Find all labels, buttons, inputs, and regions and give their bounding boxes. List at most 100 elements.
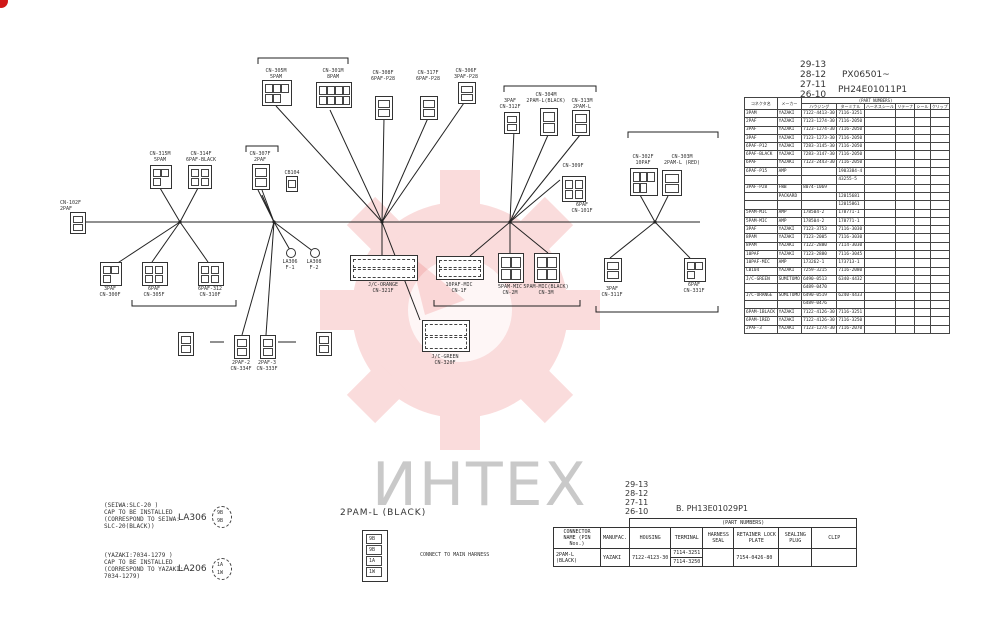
- label-cn311: 3PAF CN-311F: [601, 286, 623, 298]
- connector-jc-orange: [350, 255, 418, 281]
- connector-cn317: [420, 96, 438, 120]
- connector-cn315: [150, 165, 172, 189]
- label-cn305: CN-305M 5PAM: [265, 68, 287, 80]
- connector-cn305: [262, 80, 292, 106]
- bottom-parts-table: (PART NUMBERS) CONNECTOR NAME (PIN Nos.)…: [553, 518, 858, 567]
- top-code-1: PX06501~: [842, 70, 890, 80]
- label-cn3m: 5PAM-MIC(BLACK) CN-3M: [523, 284, 569, 296]
- label-cn315: CN-315M 5PAM: [149, 151, 171, 163]
- connector-cn331: [684, 258, 706, 282]
- connector-cn314: [188, 165, 212, 189]
- connector-cn334: [234, 335, 250, 359]
- connector-cb104: [286, 176, 298, 192]
- label-cn301: CN-301M 8PAM: [322, 68, 344, 80]
- connector-cn102: [70, 212, 86, 234]
- bottom-revision-lines: 29-13 28-12 27-11 26-10: [625, 480, 649, 516]
- connector-la308-f2: [310, 248, 320, 258]
- label-cb104: CB104: [284, 170, 300, 176]
- connector-cn301: [316, 82, 352, 108]
- connector-cn313: [572, 110, 590, 136]
- label-cn314: CN-314F 6PAF-BLACK: [185, 151, 217, 163]
- connector-cn3m: [534, 253, 560, 283]
- connector-cn306: [458, 82, 476, 104]
- label-cn308: CN-308F 6PAF-P28: [370, 70, 396, 82]
- parts-table-row: 6489-0476: [744, 299, 951, 310]
- connector-cn1f: [436, 256, 484, 280]
- connector-cn304: [540, 108, 558, 136]
- connector-cn311: [604, 258, 622, 282]
- label-cn313: CN-313M 2PAM-L: [571, 98, 593, 110]
- connector-jc-green: [422, 320, 470, 352]
- connector-cn312: [504, 112, 520, 134]
- label-cn305f: 6PAF CN-305F: [143, 286, 165, 298]
- label-cn303: CN-303M 2PAM-L (RED): [663, 154, 701, 166]
- sewa-note: (SEIWA:SLC-20 ) CAP TO BE INSTALLED (COR…: [104, 502, 180, 530]
- parts-table-row: 6489-0470: [744, 283, 951, 293]
- label-cn331: 6PAF CN-331F: [683, 282, 705, 294]
- connector-cn310: [198, 262, 224, 286]
- bottom-code: B. PH13E01029P1: [676, 504, 749, 513]
- label-jc-orange: J/C-ORANGE CN-321F: [367, 282, 399, 294]
- connector-cn302: [630, 168, 658, 196]
- top-revision-lines: 29-13 28-12 27-11 26-10: [800, 60, 827, 100]
- label-cn334: 2PAF-2 CN-334F: [230, 360, 252, 372]
- bottom-title: 2PAM-L (BLACK): [340, 508, 427, 518]
- label-jc-green: J/C-GREEN CN-320F: [431, 354, 459, 366]
- label-la306: LA306 F-1: [282, 259, 298, 271]
- label-cn317: CN-317F 6PAF-P28: [415, 70, 441, 82]
- connector-2pam-l-black: 9B 9B 1A 1W: [362, 530, 388, 582]
- connector-side-left: [178, 332, 194, 356]
- label-cn310: 6PAF-312 CN-310F: [197, 286, 223, 298]
- label-la206-bottom: LA206: [178, 564, 207, 574]
- parts-table-row: 43255-5: [744, 175, 951, 185]
- connector-cn308: [375, 96, 393, 120]
- watermark-text: ИНТЕХ: [372, 450, 588, 520]
- label-cn312: 3PAF CN-312F: [499, 98, 521, 110]
- connector-cn305f: [142, 262, 168, 286]
- connector-cn303: [662, 170, 682, 196]
- parts-header-name: コネクタ名: [744, 97, 778, 110]
- label-cn1f: 10PAF-MIC CN-1F: [445, 282, 473, 294]
- cap-la306: 9B 9B: [212, 506, 232, 528]
- yazaki-note: (YAZAKI:7034-1279 ) CAP TO BE INSTALLED …: [104, 552, 184, 580]
- parts-table: コネクタ名 メーカー (PART NUMBERS) ハウジング ターミナル ハー…: [744, 97, 951, 335]
- label-cn302: CN-302F 10PAF: [632, 154, 654, 166]
- wiring-diagram: [82, 57, 719, 343]
- connector-cn307: [252, 164, 270, 190]
- parts-header-maker: メーカー: [776, 97, 803, 110]
- connector-cn101: [562, 176, 586, 202]
- parts-table-row: 12015861: [744, 200, 951, 210]
- label-cn306: CN-306F 3PAF-P28: [453, 68, 479, 80]
- label-cn309: CN-309F: [562, 163, 584, 169]
- connector-side-right: [316, 332, 332, 356]
- label-cn333: 2PAF-3 CN-333F: [256, 360, 278, 372]
- label-cn102: CN-102F 2PAF: [60, 200, 82, 212]
- connector-cn333: [260, 335, 276, 359]
- connector-cn2m: [498, 253, 524, 283]
- label-cn300: 3PAF CN-300F: [99, 286, 121, 298]
- connector-cn300: [100, 262, 122, 286]
- connect-note: CONNECT TO MAIN HARNESS: [420, 552, 490, 558]
- label-la306-bottom: LA306: [178, 513, 207, 523]
